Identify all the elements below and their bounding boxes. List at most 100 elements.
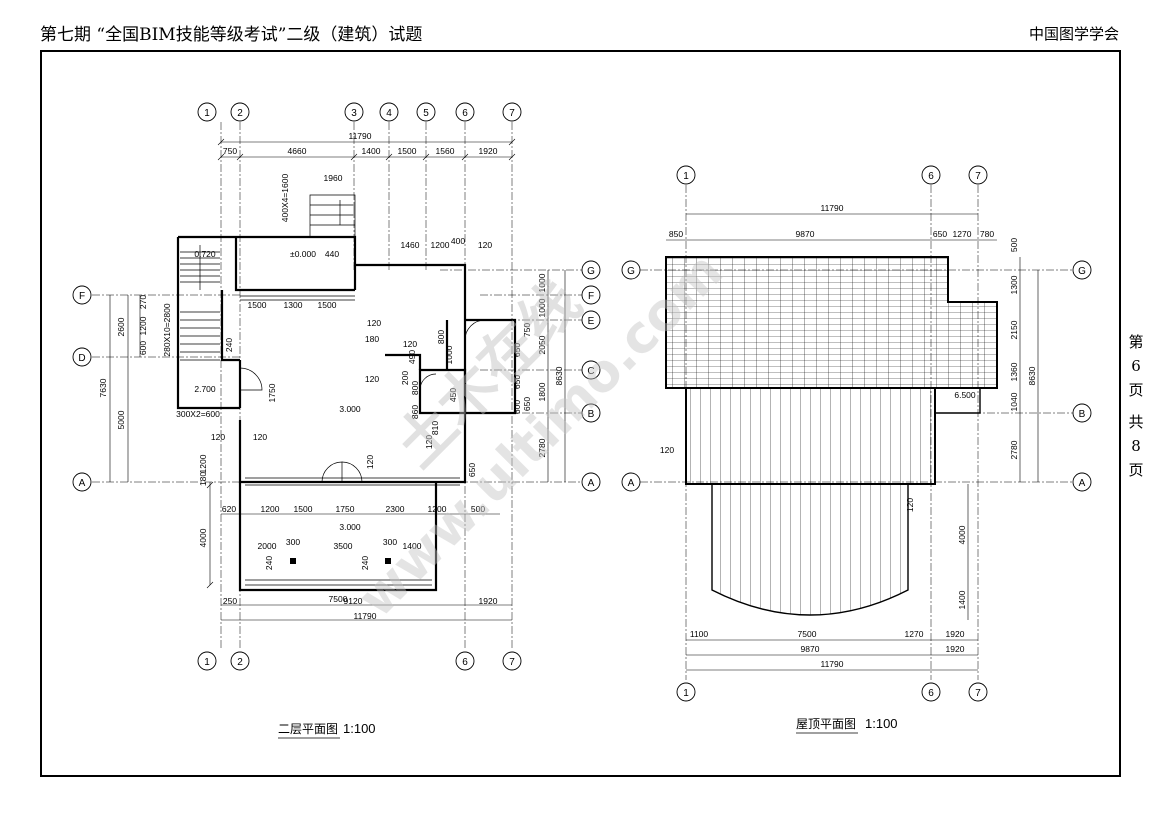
axis-label-bottom: 7 xyxy=(509,657,515,668)
axis-label-top: 4 xyxy=(386,108,392,119)
axis-label-top: 2 xyxy=(237,108,243,119)
dim-240: 240 xyxy=(224,338,234,352)
page-indicator-char: 页 xyxy=(1128,381,1144,399)
plan-title: 二层平面图 xyxy=(278,722,338,736)
page-indicator-char: 第 xyxy=(1128,333,1144,351)
roof-plan-title: 屋顶平面图 xyxy=(796,717,856,731)
dim-1000: 1000 xyxy=(444,345,454,364)
dim-inner-top: 1460 xyxy=(401,240,420,250)
roof-terrace xyxy=(711,483,909,616)
axis-bubbles-left xyxy=(72,285,92,492)
dim-left-total: 7630 xyxy=(98,378,108,397)
axis-label-top: 7 xyxy=(509,108,515,119)
dim-bottom-row3: 9120 xyxy=(344,596,363,606)
dim-650: 650 xyxy=(467,463,477,477)
dim-right: 2780 xyxy=(537,438,547,457)
roof-dim-top: 850 xyxy=(669,229,683,239)
dim-top: 1500 xyxy=(398,146,417,156)
dim-120: 120 xyxy=(403,339,417,349)
dim-terrace: 3500 xyxy=(334,541,353,551)
elev-terrace: 3.000 xyxy=(339,522,361,532)
watermark: 土木在线 www.ultimo.com xyxy=(347,241,735,629)
second-floor-plan: 1 2 3 4 5 6 7 1 2 6 7 F D xyxy=(72,102,601,739)
dim-inner-top: 120 xyxy=(478,240,492,250)
dim-top: 1920 xyxy=(479,146,498,156)
axis-label-right: C xyxy=(587,366,594,377)
elev-landing: 2.700 xyxy=(194,384,216,394)
dim-bottom-row3: 250 xyxy=(223,596,237,606)
dim-180: 180 xyxy=(365,334,379,344)
dim-terrace: 1400 xyxy=(403,541,422,551)
axis-label-top: 5 xyxy=(423,108,429,119)
dim-7500: 7500 xyxy=(329,594,348,604)
dim-window: 1500 xyxy=(318,300,337,310)
axis-label-left: F xyxy=(79,291,85,302)
roof-dim-right: 1300 xyxy=(1009,275,1019,294)
axis-label-right: F xyxy=(588,291,594,302)
roof-plan: 1 6 7 1 6 7 G A G B A 11790 850 9870 65 xyxy=(621,165,1092,734)
dim-right: 1000 xyxy=(537,273,547,292)
roof-axis-label-right: A xyxy=(1079,478,1086,489)
dim-860: 860 xyxy=(410,405,420,419)
dim-810: 810 xyxy=(430,421,440,435)
roof-dim-bottom2: 9870 xyxy=(801,644,820,654)
roof-axis-label-top: 7 xyxy=(975,171,981,182)
roof-axis-label-right: B xyxy=(1079,409,1086,420)
plan-scale: 1:100 xyxy=(343,721,376,736)
drawing-frame xyxy=(40,50,1121,777)
roof-axis-label-top: 6 xyxy=(928,171,934,182)
dim-top: 4660 xyxy=(288,146,307,156)
dim-490: 490 xyxy=(407,350,417,364)
dim-right: 650 xyxy=(512,343,522,357)
dim-terrace-small: 240 xyxy=(360,556,370,570)
dim-120: 120 xyxy=(211,432,225,442)
axis-bubbles-right xyxy=(581,260,601,492)
roof-axis-label-bottom: 6 xyxy=(928,688,934,699)
terrace-post xyxy=(385,558,391,564)
dim-right: 650 xyxy=(512,375,522,389)
roof-axis-label-left: G xyxy=(627,266,635,277)
dim-left-sub: 1200 xyxy=(138,316,148,335)
dim-right: 650 xyxy=(522,397,532,411)
axis-bubbles-top xyxy=(197,102,522,122)
roof-dim-500: 500 xyxy=(1009,238,1019,252)
roof-dim-right: 2150 xyxy=(1009,320,1019,339)
roof-dim-bottom2: 1920 xyxy=(946,644,965,654)
roof-dim-bottom: 1920 xyxy=(946,629,965,639)
roof-dim-right-total: 8630 xyxy=(1027,366,1037,385)
roof-dim-top: 780 xyxy=(980,229,994,239)
dim-window: 1500 xyxy=(248,300,267,310)
dim-stair-run: 400X4=1600 xyxy=(280,174,290,223)
bottom-dimension-lines xyxy=(206,481,512,621)
dim-terrace: 300 xyxy=(383,537,397,547)
dim-120: 120 xyxy=(253,432,267,442)
dim-120: 120 xyxy=(367,318,381,328)
axis-bubbles-bottom xyxy=(197,651,522,671)
dim-right: 750 xyxy=(522,323,532,337)
roof-dim-bottom: 1100 xyxy=(690,629,709,639)
axis-label-top: 1 xyxy=(204,108,210,119)
roof-lower xyxy=(685,387,936,485)
dim-450: 450 xyxy=(448,388,458,402)
dim-left: 5000 xyxy=(116,410,126,429)
roof-dim-bottom: 7500 xyxy=(798,629,817,639)
roof-dim-120: 120 xyxy=(905,498,915,512)
roof-dim-right: 1360 xyxy=(1009,362,1019,381)
dim-120: 120 xyxy=(365,374,379,384)
roof-dim-1400: 1400 xyxy=(957,590,967,609)
dim-440: 440 xyxy=(325,249,339,259)
roof-axis-label-right: G xyxy=(1078,266,1086,277)
dim-top: 750 xyxy=(223,146,237,156)
dim-stair-width: 1960 xyxy=(324,173,343,183)
dim-right: 2050 xyxy=(537,335,547,354)
roof-axis-label-bottom: 7 xyxy=(975,688,981,699)
roof-dim-120: 120 xyxy=(660,445,674,455)
stair-label: 300X2=600 xyxy=(176,409,220,419)
dim-bottom-row3: 1920 xyxy=(479,596,498,606)
axis-label-top: 3 xyxy=(351,108,357,119)
roof-elev: 6.500 xyxy=(954,390,976,400)
dim-bottom: 500 xyxy=(471,504,485,514)
dim-bottom-total: 11790 xyxy=(353,611,376,621)
roof-axis-label-top: 1 xyxy=(683,171,689,182)
